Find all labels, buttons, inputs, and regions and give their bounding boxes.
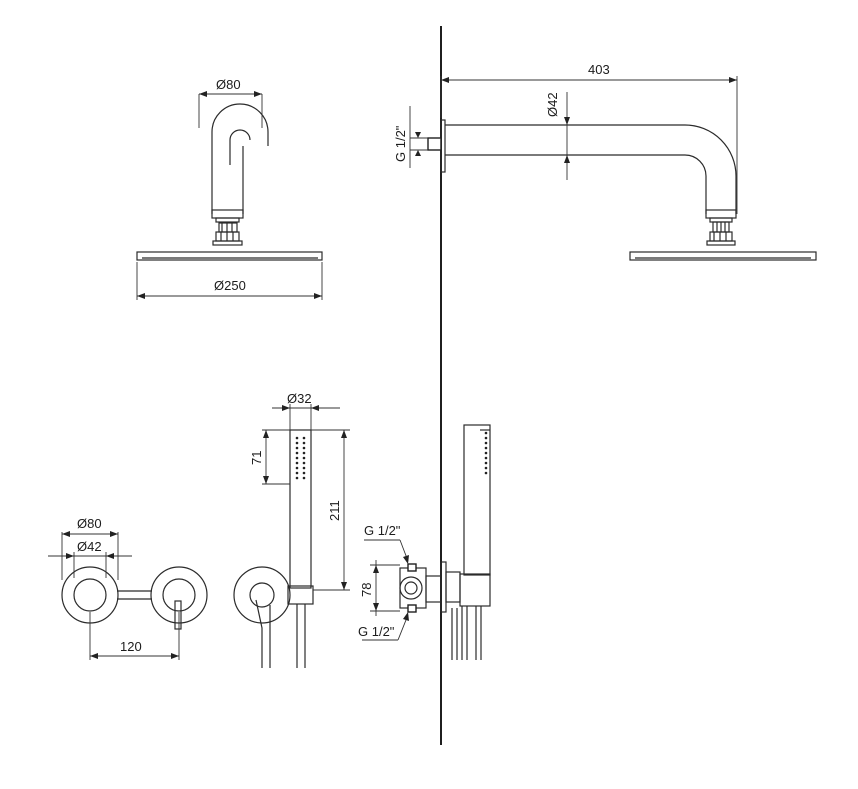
dim-head-arm-top: Ø80: [198, 77, 263, 128]
dim-body-thread-top: G 1/2": [364, 523, 409, 564]
dim-arm-tube: Ø42: [545, 92, 570, 180]
dim-hand-head-length: 71: [249, 429, 290, 485]
dim-label-hand-head-length: 71: [249, 451, 264, 465]
front-view-hand-shower: [233, 429, 314, 668]
dim-label-valve-spacing: 120: [120, 639, 142, 654]
dim-head-diameter: Ø250: [136, 262, 323, 300]
dim-label-valve-inner: Ø42: [77, 539, 102, 554]
dim-hand-shower-diameter: Ø32: [272, 391, 340, 430]
dim-label-body-depth: 78: [359, 583, 374, 597]
dim-arm-thread: G 1/2": [393, 106, 428, 168]
dim-label-arm-length: 403: [588, 62, 610, 77]
side-view-shower-arm: [427, 119, 817, 261]
hand-shower-nozzles-front: [295, 436, 306, 480]
dim-arm-length: 403: [440, 62, 738, 214]
dim-label-head-arm-top: Ø80: [216, 77, 241, 92]
dim-valve-outer: Ø80: [61, 516, 119, 580]
dim-label-arm-tube: Ø42: [545, 92, 560, 117]
dim-body-thread-bottom: G 1/2": [358, 612, 409, 641]
dim-label-body-thread-bottom: G 1/2": [358, 624, 395, 639]
side-view-concealed-body: [399, 424, 491, 660]
dim-valve-inner: Ø42: [48, 539, 132, 578]
dim-label-body-thread-top: G 1/2": [364, 523, 401, 538]
dim-valve-spacing: 120: [89, 612, 180, 660]
dim-label-hand-shower-diameter: Ø32: [287, 391, 312, 406]
dim-label-arm-thread: G 1/2": [393, 125, 408, 162]
front-view-valves: [61, 566, 208, 630]
dim-label-valve-outer: Ø80: [77, 516, 102, 531]
front-view-head-shower: [136, 103, 323, 261]
dim-label-head-diameter: Ø250: [214, 278, 246, 293]
hand-shower-nozzles-side: [484, 431, 488, 475]
dim-hand-total-length: 211: [311, 429, 350, 591]
dim-body-depth: 78: [359, 560, 400, 616]
dim-label-hand-total-length: 211: [327, 500, 342, 521]
